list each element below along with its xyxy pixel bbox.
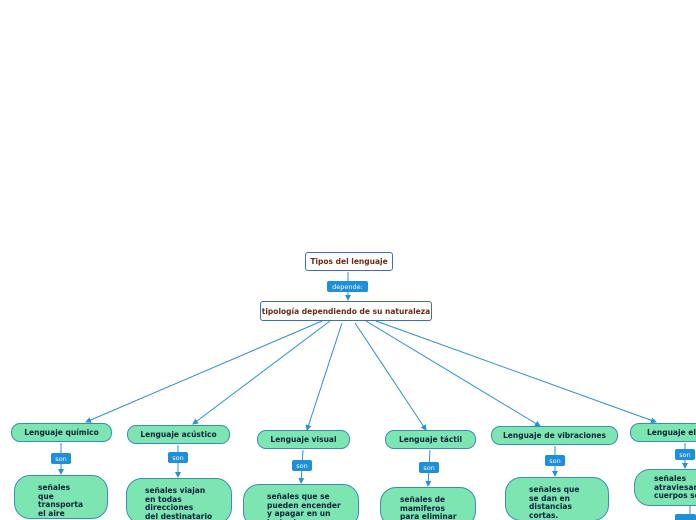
root-node[interactable]: Tipos del lenguaje: [305, 252, 393, 271]
leaf-acustico[interactable]: señales viajan en todas direcciones del …: [126, 478, 232, 520]
category-label: Lenguaje visual: [270, 435, 337, 444]
category-quimico[interactable]: Lenguaje químico: [11, 423, 112, 442]
leaf-vibraciones[interactable]: señales que se dan en distancias cortas.: [505, 477, 609, 520]
leaf-electrico[interactable]: señales atraviesan cuerpos sólidos: [634, 469, 696, 506]
connector-acustico: [192, 320, 331, 425]
category-label: Lenguaje eléctrico: [647, 428, 696, 437]
link-label-vibraciones[interactable]: son: [545, 455, 565, 466]
link-label-tactil[interactable]: son: [419, 462, 439, 473]
link-label-visual[interactable]: son: [292, 460, 312, 471]
root-link-label[interactable]: depende:: [327, 281, 368, 292]
leaf-quimico[interactable]: señales que transporta el aire: [14, 475, 108, 519]
category-label: Lenguaje de vibraciones: [503, 431, 606, 440]
category-label: Lenguaje acústico: [140, 430, 217, 439]
connector-quimico: [85, 320, 323, 423]
connector-visual: [305, 322, 343, 431]
link-label-quimico[interactable]: son: [51, 453, 71, 464]
connector-electrico: [375, 320, 657, 424]
link-label-electrico[interactable]: son: [675, 449, 695, 460]
category-label: Lenguaje táctil: [398, 435, 463, 444]
category-label: Lenguaje químico: [24, 428, 99, 437]
main-node[interactable]: tipología dependiendo de su naturaleza: [260, 301, 432, 321]
main-node-label: tipología dependiendo de su naturaleza: [261, 306, 431, 316]
category-vibraciones[interactable]: Lenguaje de vibraciones: [491, 426, 618, 445]
category-acustico[interactable]: Lenguaje acústico: [127, 425, 230, 444]
link-label-acustico[interactable]: son: [168, 452, 188, 463]
category-electrico[interactable]: Lenguaje eléctrico: [630, 423, 696, 442]
connector-tactil: [354, 322, 427, 431]
category-visual[interactable]: Lenguaje visual: [257, 430, 350, 449]
connector-vibraciones: [365, 320, 541, 427]
leaf-tactil[interactable]: señales de mamiferos para eliminar parás…: [380, 487, 476, 520]
link-label-electrico-below[interactable]: [675, 514, 696, 520]
category-tactil[interactable]: Lenguaje táctil: [385, 430, 476, 449]
root-node-label: Tipos del lenguaje: [310, 257, 388, 266]
leaf-visual[interactable]: señales que se pueden encender y apagar …: [243, 484, 359, 520]
